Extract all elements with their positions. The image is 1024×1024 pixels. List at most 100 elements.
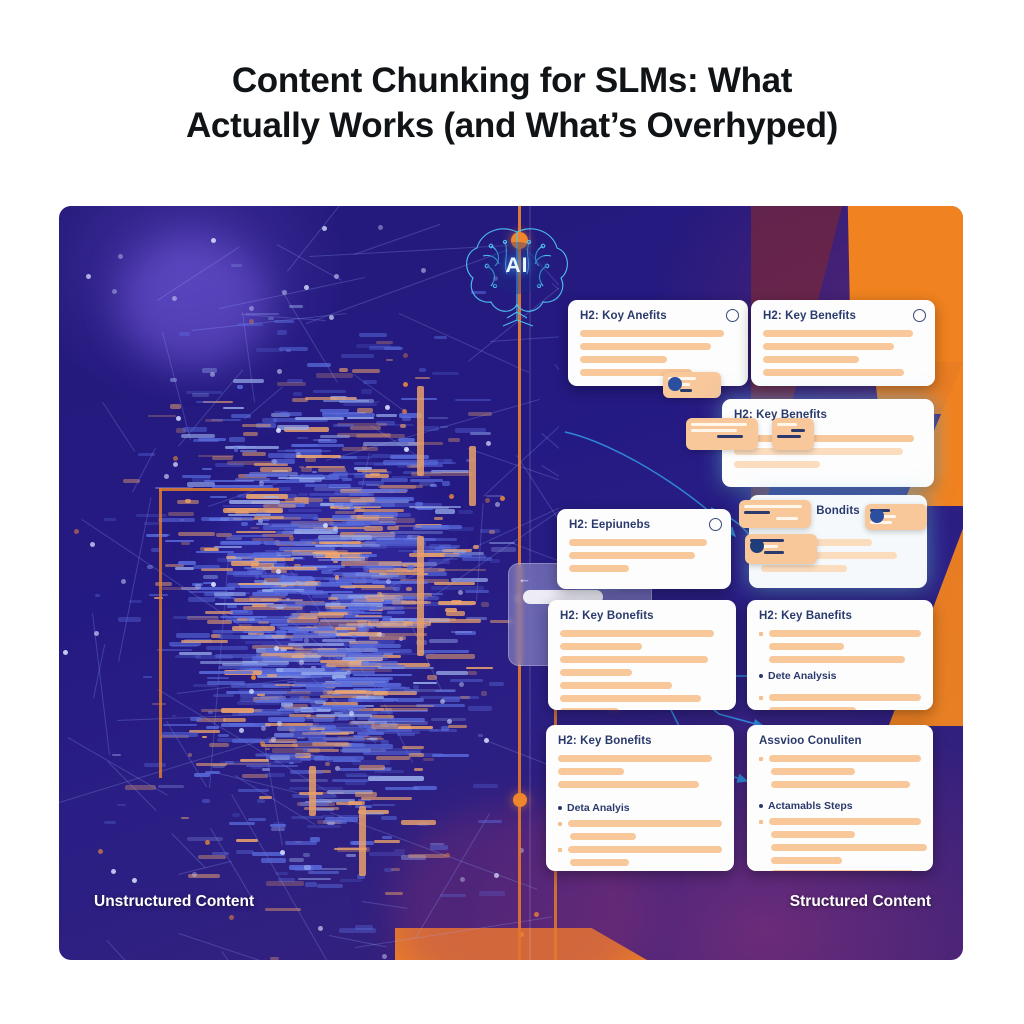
inline-chip[interactable] xyxy=(865,504,927,530)
noise-text-fragment xyxy=(256,798,265,803)
noise-text-fragment xyxy=(142,675,152,678)
noise-text-fragment xyxy=(458,555,486,559)
noise-text-fragment xyxy=(232,711,291,716)
noise-text-fragment xyxy=(212,693,235,697)
chip-line xyxy=(744,511,770,514)
noise-text-fragment xyxy=(233,598,280,603)
noise-text-fragment xyxy=(234,477,270,481)
back-arrow-icon[interactable]: ← xyxy=(518,571,531,586)
noise-text-fragment xyxy=(326,757,356,763)
noise-text-fragment xyxy=(433,516,443,520)
noise-text-fragment xyxy=(312,601,336,606)
noise-text-fragment xyxy=(376,538,436,542)
content-card[interactable]: H2: Eepiunebs xyxy=(557,509,731,589)
card-bullet-row xyxy=(558,820,722,827)
noise-text-fragment xyxy=(291,521,334,526)
noise-text-fragment xyxy=(299,539,354,543)
network-node xyxy=(378,224,384,230)
noise-text-fragment xyxy=(307,748,339,752)
noise-text-fragment xyxy=(397,732,416,736)
status-ring-icon xyxy=(913,309,926,322)
noise-text-fragment xyxy=(226,556,236,560)
noise-text-fragment xyxy=(335,580,388,584)
content-card[interactable]: Assvioo Conuliten Actamabls Steps xyxy=(747,725,933,871)
network-node xyxy=(172,456,178,462)
inline-chip[interactable] xyxy=(745,534,817,564)
noise-text-fragment xyxy=(233,447,239,453)
noise-text-fragment xyxy=(146,564,153,569)
content-card[interactable]: H2: Koy Anefits xyxy=(568,300,748,386)
card-text-bar xyxy=(769,755,921,762)
noise-text-fragment xyxy=(370,454,421,459)
noise-text-fragment xyxy=(325,602,384,607)
network-node xyxy=(93,630,99,636)
network-edge xyxy=(361,901,408,909)
noise-text-fragment xyxy=(408,854,446,859)
network-node xyxy=(171,296,177,302)
noise-text-fragment xyxy=(423,757,435,761)
noise-text-fragment xyxy=(431,470,469,474)
noise-text-fragment xyxy=(352,759,390,765)
noise-text-fragment xyxy=(138,452,155,456)
noise-text-fragment xyxy=(275,551,324,556)
content-card[interactable]: H2: Key Bonefits Deta Analyis xyxy=(546,725,734,871)
noise-text-fragment xyxy=(311,470,317,473)
content-card[interactable]: H2: Key Banefits Dete Analysis xyxy=(747,600,933,710)
inline-chip[interactable] xyxy=(686,418,758,450)
inline-chip[interactable] xyxy=(739,500,811,528)
noise-text-fragment xyxy=(289,762,295,765)
noise-text-fragment xyxy=(325,663,382,668)
noise-text-fragment xyxy=(315,554,377,558)
noise-text-fragment xyxy=(373,649,412,654)
noise-text-fragment xyxy=(136,513,168,517)
noise-text-fragment xyxy=(398,550,426,553)
noise-text-fragment xyxy=(314,630,338,635)
noise-text-fragment xyxy=(259,796,272,800)
noise-text-fragment xyxy=(227,461,278,466)
inline-chip[interactable] xyxy=(772,418,814,450)
noise-text-fragment xyxy=(296,436,308,439)
noise-text-fragment xyxy=(327,656,389,661)
noise-text-fragment xyxy=(352,734,368,737)
noise-text-fragment xyxy=(206,725,219,729)
noise-text-fragment xyxy=(425,654,476,660)
noise-text-fragment xyxy=(256,753,314,756)
noise-text-fragment xyxy=(381,709,429,712)
network-node xyxy=(172,461,178,467)
noise-text-fragment xyxy=(271,585,316,591)
noise-text-fragment xyxy=(401,746,425,750)
noise-text-fragment xyxy=(202,736,207,739)
noise-text-fragment xyxy=(206,619,233,624)
network-node xyxy=(518,848,524,854)
noise-text-fragment xyxy=(226,557,243,562)
network-node xyxy=(275,427,281,433)
chip-line xyxy=(717,435,743,438)
noise-text-fragment xyxy=(370,605,404,610)
noise-text-fragment xyxy=(287,618,319,624)
noise-text-fragment xyxy=(237,323,263,327)
noise-text-fragment xyxy=(355,656,384,661)
content-card[interactable]: H2: Key Bonefits xyxy=(548,600,736,710)
noise-text-fragment xyxy=(384,787,419,791)
noise-text-fragment xyxy=(335,598,368,603)
inline-chip[interactable] xyxy=(663,372,721,398)
noise-text-fragment xyxy=(415,704,465,708)
noise-text-fragment xyxy=(143,762,167,767)
noise-text-fragment xyxy=(322,413,376,418)
noise-text-fragment xyxy=(218,596,235,599)
noise-text-fragment xyxy=(352,673,412,676)
noise-text-fragment xyxy=(304,676,323,679)
noise-text-fragment xyxy=(242,452,267,457)
noise-text-fragment xyxy=(327,569,337,572)
noise-text-fragment xyxy=(268,453,323,459)
content-card[interactable]: H2: Key Benefits xyxy=(751,300,935,386)
noise-text-fragment xyxy=(187,616,218,619)
noise-text-fragment xyxy=(295,647,304,651)
noise-text-fragment xyxy=(330,473,368,476)
noise-text-fragment xyxy=(250,708,264,711)
noise-text-fragment xyxy=(315,808,335,812)
noise-text-fragment xyxy=(358,332,387,337)
noise-text-fragment xyxy=(490,619,513,623)
network-node xyxy=(518,932,524,938)
